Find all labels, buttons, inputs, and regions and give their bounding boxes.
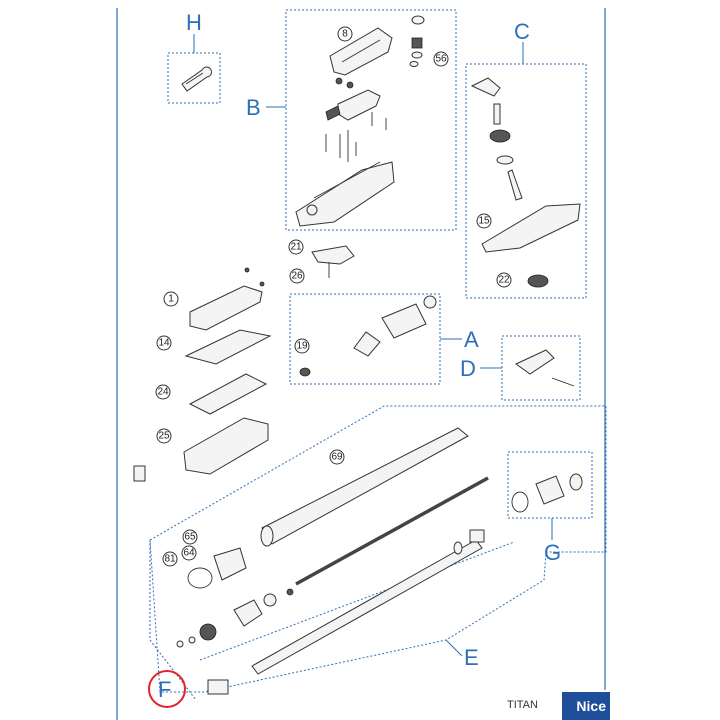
callout-64: 64: [181, 545, 197, 561]
svg-text:15: 15: [478, 216, 490, 227]
svg-text:25: 25: [158, 431, 170, 442]
svg-text:24: 24: [157, 387, 169, 398]
clip-part: [311, 245, 355, 265]
gasket-part: [184, 329, 272, 365]
base-box-part: [183, 417, 269, 475]
callout-26: 26: [289, 268, 305, 284]
callout-81: 81: [162, 551, 178, 567]
middle-parts: [133, 245, 355, 482]
cotter-pin-part: [181, 66, 213, 92]
svg-text:56: 56: [435, 54, 447, 65]
group-label-e: E: [464, 645, 479, 670]
group-label-c: C: [514, 19, 530, 44]
callout-14: 14: [156, 335, 172, 351]
end-cap-part: [207, 679, 229, 695]
motor-part: [381, 303, 427, 339]
lid-part: [189, 285, 263, 331]
svg-text:69: 69: [331, 452, 343, 463]
svg-text:21: 21: [290, 242, 302, 253]
group-d-box: [501, 335, 581, 401]
svg-text:8: 8: [342, 29, 348, 40]
callout-24: 24: [155, 384, 171, 400]
callout-65: 65: [182, 529, 198, 545]
group-label-d: D: [460, 356, 476, 381]
callout-15: 15: [476, 213, 492, 229]
callout-69: 69: [329, 449, 345, 465]
brand-logo: Nice: [562, 692, 610, 720]
flange-g-part: [535, 475, 565, 505]
callout-22: 22: [496, 272, 512, 288]
group-label-h: H: [186, 10, 202, 35]
svg-text:14: 14: [158, 338, 170, 349]
svg-text:19: 19: [296, 341, 308, 352]
callout-8: 8: [337, 26, 353, 42]
group-b: [266, 9, 457, 231]
gear-part: [489, 129, 511, 143]
group-h: [167, 34, 221, 104]
group-b-box: [285, 9, 457, 231]
group-label-g: G: [544, 540, 561, 565]
plate-part: [188, 373, 268, 415]
group-g: [507, 451, 593, 540]
callout-25: 25: [156, 428, 172, 444]
gearbox-part: [481, 203, 581, 253]
group-c: [465, 42, 587, 299]
model-name: TITAN: [507, 699, 538, 711]
group-a: [289, 293, 462, 385]
svg-text:81: 81: [164, 554, 176, 565]
svg-text:65: 65: [184, 532, 196, 543]
svg-text:26: 26: [291, 271, 303, 282]
svg-text:22: 22: [498, 275, 510, 286]
highlight-circle-f: [148, 670, 186, 708]
svg-text:64: 64: [183, 548, 195, 559]
group-d: [480, 335, 581, 401]
group-c-box: [465, 63, 587, 299]
svg-text:1: 1: [168, 294, 174, 305]
group-e-box: [149, 405, 607, 693]
callout-19: 19: [294, 338, 310, 354]
bracket-d-part: [515, 349, 555, 375]
rod-part: [251, 539, 483, 675]
callout-21: 21: [288, 239, 304, 255]
callout-1: 1: [163, 291, 179, 307]
group-e: [149, 405, 607, 701]
tube-part: [261, 427, 469, 545]
group-label-b: B: [246, 95, 261, 120]
group-label-f: F: [158, 677, 171, 702]
group-label-a: A: [464, 327, 479, 352]
o-ring-part: [187, 567, 213, 589]
group-g-box: [507, 451, 593, 519]
housing-part: [295, 161, 395, 227]
callout-56: 56: [433, 51, 449, 67]
